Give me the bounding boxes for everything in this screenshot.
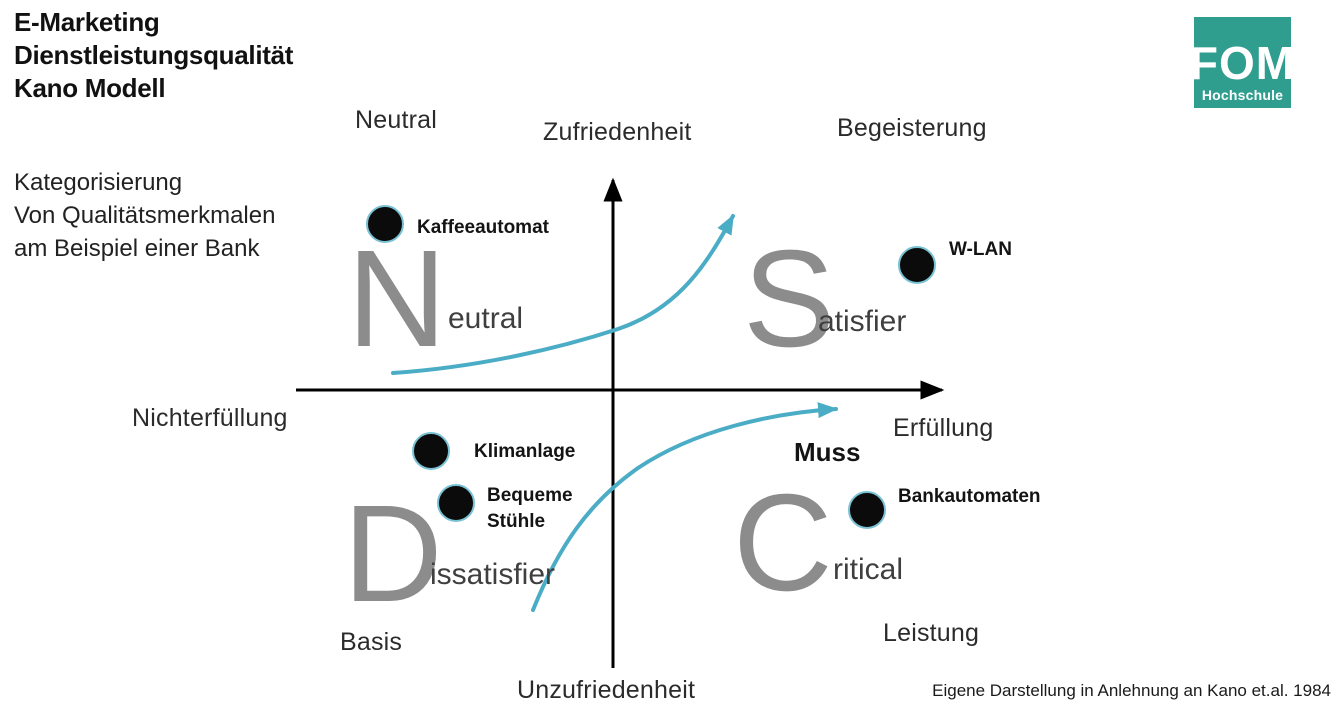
data-point-wlan (898, 246, 936, 284)
point-label-wlan: W-LAN (949, 239, 1012, 260)
point-label-bankautomaten: Bankautomaten (898, 486, 1041, 507)
fom-logo-acronym: FOM (1189, 37, 1296, 89)
page-title: E-Marketing Dienstleistungsqualität Kano… (14, 6, 293, 105)
corner-label-neutral: Neutral (355, 106, 437, 134)
subtitle-line-3: am Beispiel einer Bank (14, 235, 260, 262)
quadrant-letter-neutral: N (347, 222, 447, 376)
title-line-2: Dienstleistungsqualität (14, 40, 294, 70)
page-subtitle: Kategorisierung Von Qualitätsmerkmalen a… (14, 166, 275, 265)
fom-logo-subtitle: Hochschule (1201, 87, 1284, 103)
corner-label-basis: Basis (340, 628, 403, 656)
corner-label-leistung: Leistung (883, 619, 980, 647)
subtitle-line-1: Kategorisierung (14, 169, 183, 196)
data-point-klimanlage (412, 432, 450, 470)
quadrant-suffix-dissatisfier: issatisfier (430, 558, 556, 591)
quadrant-suffix-satisfier: atisfier (818, 305, 907, 338)
point-label-bequeme-line2: Stühle (487, 511, 546, 532)
fom-logo: FOM Hochschule (1190, 17, 1294, 108)
point-label-bequeme-stuehle: Bequeme Stühle (487, 483, 573, 535)
quadrant-suffix-neutral: eutral (448, 302, 524, 335)
source-citation: Eigene Darstellung in Anlehnung an Kano … (932, 681, 1331, 700)
muss-label: Muss (794, 437, 861, 467)
point-label-klimanlage: Klimanlage (474, 441, 576, 462)
data-point-bankautomaten (848, 491, 886, 529)
data-point-bequeme-stuehle (437, 484, 475, 522)
quadrant-letter-critical: C (733, 466, 833, 620)
axis-label-zufriedenheit: Zufriedenheit (543, 118, 692, 146)
quadrant-letter-dissatisfier: D (343, 477, 443, 631)
quadrant-letter-satisfier: S (743, 222, 836, 376)
title-line-3: Kano Modell (14, 73, 166, 103)
data-point-kaffeeautomat (366, 205, 404, 243)
quadrant-suffix-critical: ritical (833, 553, 904, 586)
axis-label-nichterfuellung: Nichterfüllung (132, 404, 288, 432)
title-line-1: E-Marketing (14, 7, 160, 37)
axis-label-unzufriedenheit: Unzufriedenheit (517, 676, 696, 704)
point-label-bequeme-line1: Bequeme (487, 485, 573, 506)
subtitle-line-2: Von Qualitätsmerkmalen (14, 202, 276, 229)
point-label-kaffeeautomat: Kaffeeautomat (417, 217, 549, 238)
axis-label-erfuellung: Erfüllung (893, 414, 994, 442)
corner-label-begeisterung: Begeisterung (837, 114, 987, 142)
